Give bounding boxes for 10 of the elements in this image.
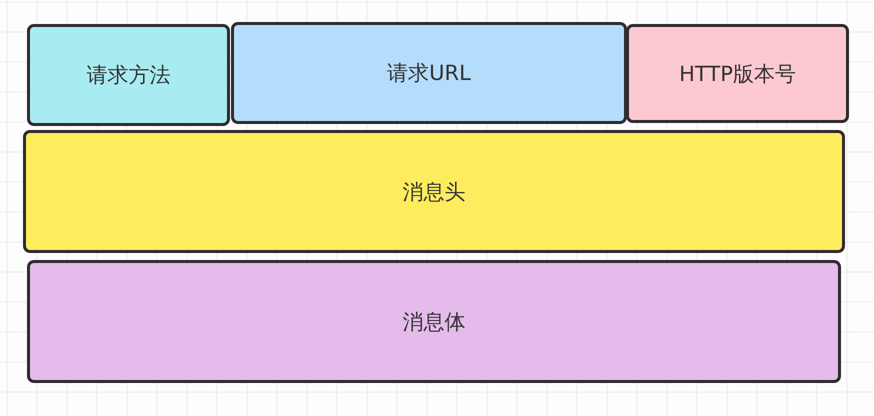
field-box <box>27 260 841 383</box>
field-box <box>231 22 627 124</box>
field-box <box>626 24 849 123</box>
field-label: 消息体 <box>402 308 466 336</box>
field-label: HTTP版本号 <box>679 60 796 88</box>
field-label: 请求URL <box>387 60 471 87</box>
field-label: 请求方法 <box>86 62 170 89</box>
field-box <box>23 130 845 253</box>
field-box <box>27 24 230 126</box>
field-label: 消息头 <box>402 178 466 206</box>
